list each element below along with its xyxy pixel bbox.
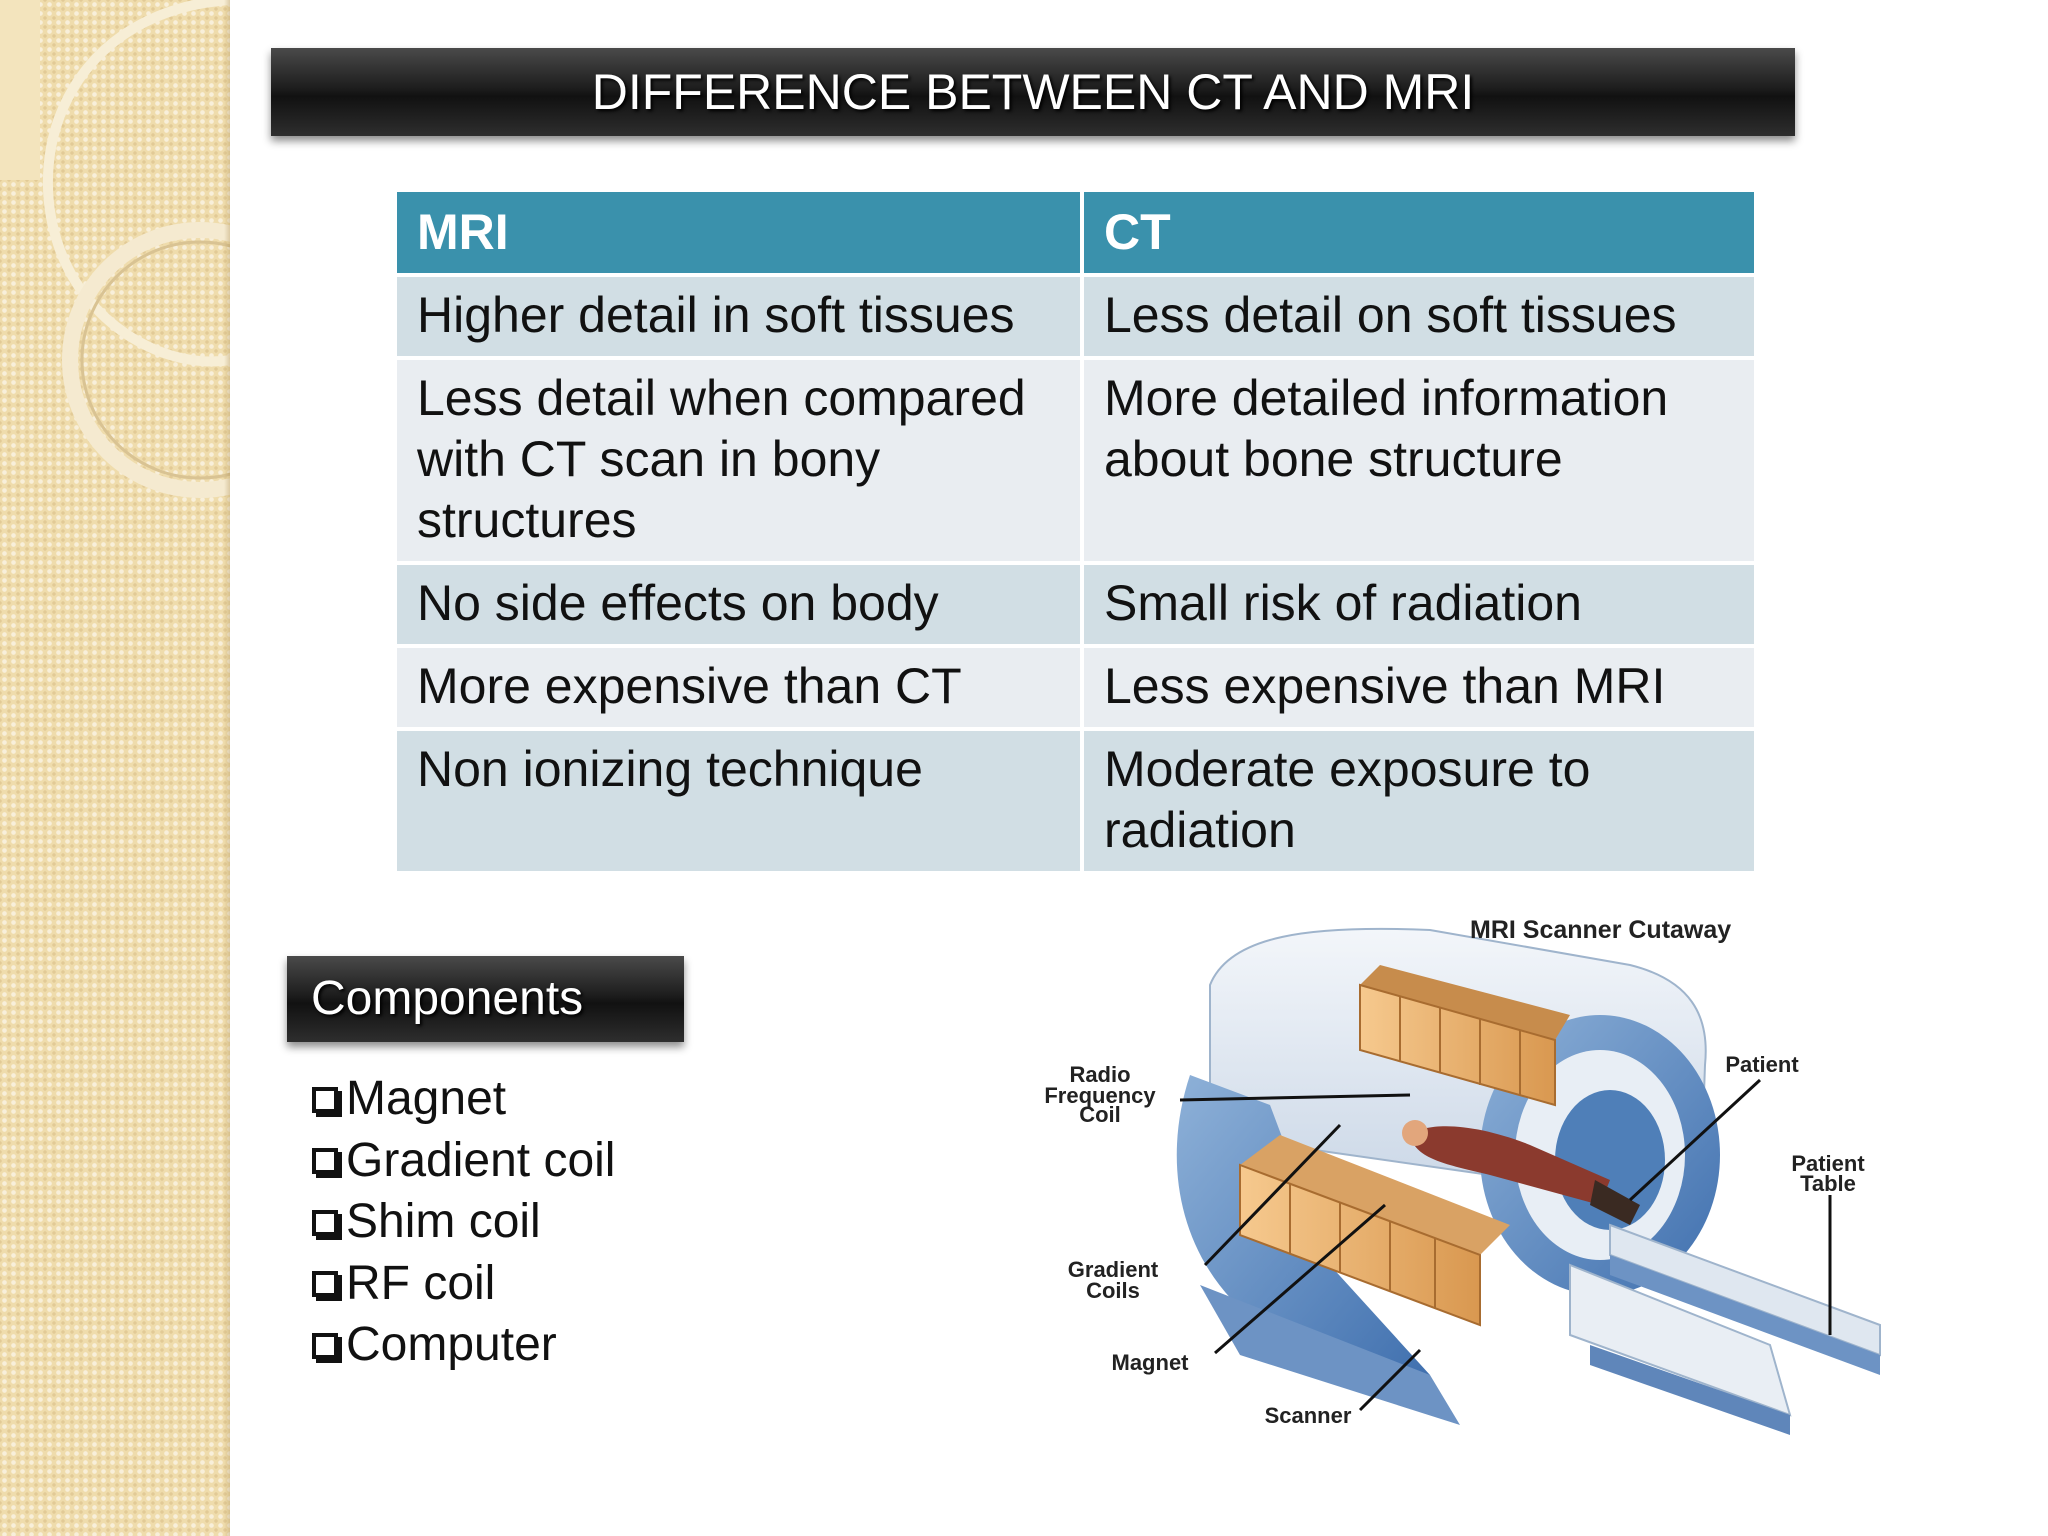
list-item: RF coil bbox=[312, 1253, 615, 1315]
table-row: Less detail when compared with CT scan i… bbox=[393, 356, 1758, 565]
hollow-square-icon bbox=[312, 1209, 338, 1236]
label-scanner: Scanner bbox=[1265, 1403, 1352, 1428]
rf-coil-leader bbox=[1179, 1093, 1411, 1102]
hollow-square-icon bbox=[312, 1148, 338, 1175]
list-item-label: Computer bbox=[346, 1318, 557, 1371]
scanner-leader bbox=[1358, 1348, 1422, 1412]
list-item-label: Magnet bbox=[346, 1072, 507, 1125]
ct-cell: More detailed information about bone str… bbox=[1080, 356, 1758, 565]
decorative-side-strip bbox=[0, 0, 230, 1536]
hollow-square-icon bbox=[312, 1086, 338, 1113]
header-ct: CT bbox=[1080, 188, 1758, 277]
label-gradient-coils-2: Coils bbox=[1086, 1278, 1140, 1303]
label-gradient-coils-1: Gradient bbox=[1068, 1257, 1159, 1282]
magnet-leader bbox=[1214, 1203, 1386, 1355]
mri-scanner-cutaway-figure: MRI Scanner Cutaway Radio Frequency Coil… bbox=[1044, 916, 1881, 1435]
label-magnet: Magnet bbox=[1112, 1350, 1190, 1375]
rf-coil bbox=[1359, 983, 1556, 1107]
ct-cell: Moderate exposure to radiation bbox=[1080, 727, 1758, 875]
gradient-coils-leader bbox=[1203, 1123, 1342, 1267]
list-item: Computer bbox=[312, 1314, 615, 1376]
table-row: Non ionizing technique Moderate exposure… bbox=[393, 727, 1758, 875]
ct-cell: Less expensive than MRI bbox=[1080, 644, 1758, 731]
label-rf-coil-1: Radio bbox=[1069, 1062, 1130, 1087]
label-patient-table-1: Patient bbox=[1791, 1151, 1865, 1176]
list-item: Shim coil bbox=[312, 1191, 615, 1253]
label-rf-coil-3: Coil bbox=[1079, 1102, 1121, 1127]
hollow-square-icon bbox=[312, 1332, 338, 1359]
mri-cell: Less detail when compared with CT scan i… bbox=[393, 356, 1084, 565]
table-row: No side effects on body Small risk of ra… bbox=[393, 561, 1758, 648]
label-patient-table-2: Table bbox=[1800, 1171, 1856, 1196]
ct-cell: Less detail on soft tissues bbox=[1080, 273, 1758, 360]
hollow-square-icon bbox=[312, 1271, 338, 1298]
list-item-label: Shim coil bbox=[346, 1195, 541, 1248]
mri-cell: Higher detail in soft tissues bbox=[393, 273, 1084, 360]
patient-head bbox=[1402, 1120, 1428, 1146]
table-header-row: MRI CT bbox=[393, 188, 1758, 277]
figure-title: MRI Scanner Cutaway bbox=[1470, 916, 1731, 944]
components-list: Magnet Gradient coil Shim coil RF coil C… bbox=[312, 1068, 615, 1376]
comparison-table: MRI CT Higher detail in soft tissues Les… bbox=[393, 188, 1758, 875]
components-heading: Components bbox=[287, 956, 684, 1042]
strip-edge-shadow bbox=[224, 0, 230, 1536]
mri-cell: No side effects on body bbox=[393, 561, 1084, 648]
patient-figure bbox=[1410, 1126, 1610, 1205]
mri-cell: Non ionizing technique bbox=[393, 727, 1084, 875]
scanner-base bbox=[1200, 1285, 1460, 1425]
list-item-label: RF coil bbox=[346, 1256, 496, 1310]
table-row: More expensive than CT Less expensive th… bbox=[393, 644, 1758, 731]
slide-title: DIFFERENCE BETWEEN CT AND MRI bbox=[271, 48, 1795, 136]
list-item: Gradient coil bbox=[312, 1130, 615, 1192]
mri-cell: More expensive than CT bbox=[393, 644, 1084, 731]
rf-coil-top bbox=[1360, 965, 1570, 1040]
decorative-rings bbox=[0, 0, 230, 498]
list-item: Magnet bbox=[312, 1068, 615, 1130]
label-patient: Patient bbox=[1725, 1052, 1799, 1077]
gradient-coil-top bbox=[1240, 1135, 1510, 1255]
header-mri: MRI bbox=[393, 188, 1084, 277]
gradient-coils bbox=[1239, 1163, 1481, 1327]
list-item-label: Gradient coil bbox=[346, 1133, 616, 1187]
ct-cell: Small risk of radiation bbox=[1080, 561, 1758, 648]
patient-leader bbox=[1628, 1078, 1762, 1202]
label-rf-coil-2: Frequency bbox=[1044, 1083, 1156, 1108]
table-row: Higher detail in soft tissues Less detai… bbox=[393, 273, 1758, 360]
